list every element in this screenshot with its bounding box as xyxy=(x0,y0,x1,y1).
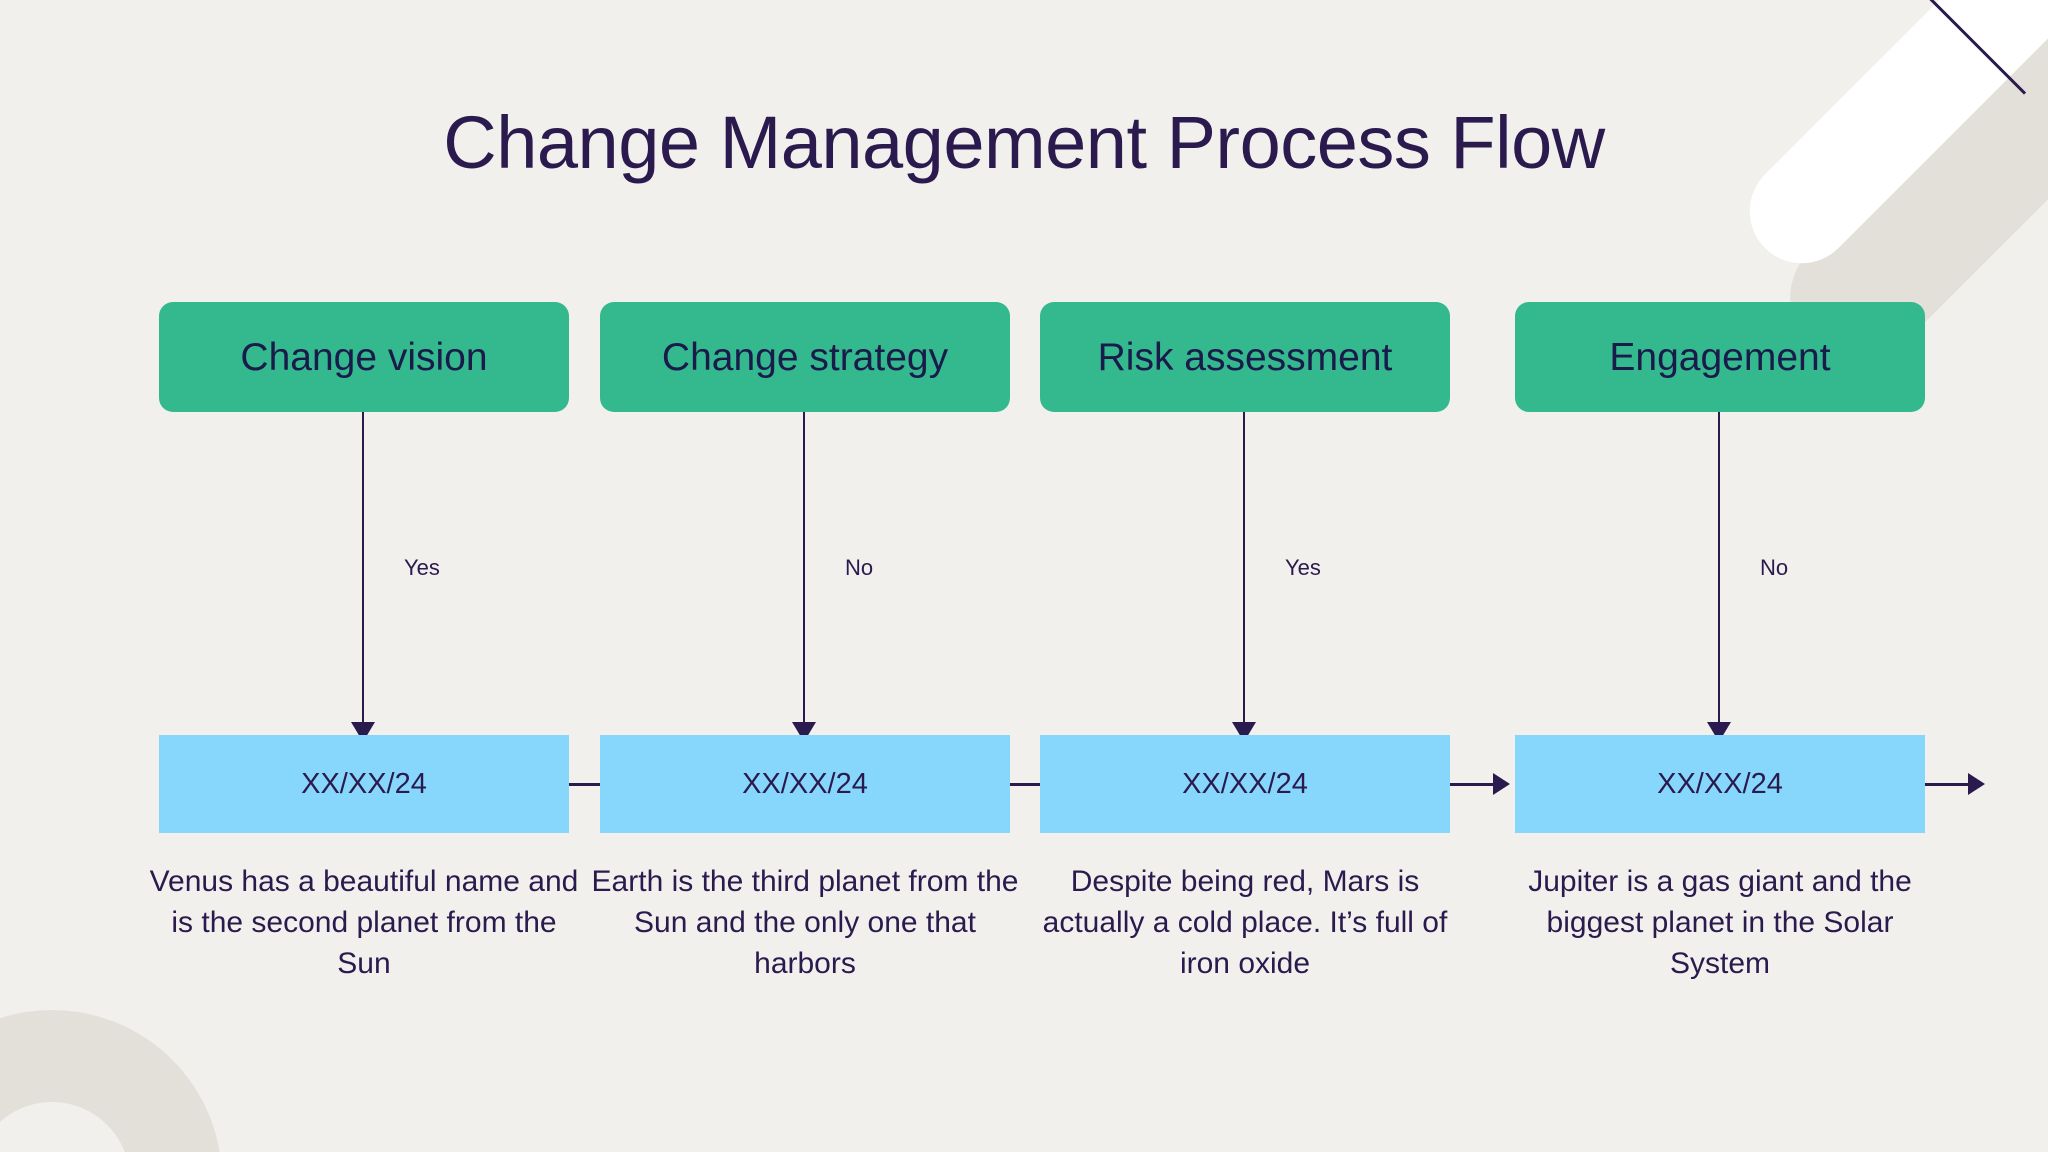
vertical-connector-2 xyxy=(803,412,805,732)
page-title: Change Management Process Flow xyxy=(443,101,1605,184)
date-box-4[interactable]: XX/XX/24 xyxy=(1515,735,1925,833)
date-label-3: XX/XX/24 xyxy=(1182,767,1308,800)
step-label-4: Engagement xyxy=(1609,335,1831,379)
arrow-shaft xyxy=(569,782,613,786)
branch-label-1: Yes xyxy=(404,555,440,580)
step-label-2: Change strategy xyxy=(661,335,949,379)
arrow-shaft xyxy=(1010,782,1054,786)
vertical-connector-1 xyxy=(362,412,364,732)
arrow-shaft xyxy=(1925,782,1969,786)
step-box-3[interactable]: Risk assessment xyxy=(1040,302,1450,412)
date-label-2: XX/XX/24 xyxy=(742,767,868,800)
step-box-1[interactable]: Change vision xyxy=(159,302,569,412)
arrow-head xyxy=(1493,773,1510,795)
date-box-1[interactable]: XX/XX/24 xyxy=(159,735,569,833)
step-label-1: Change vision xyxy=(240,335,488,379)
step-label-3: Risk assessment xyxy=(1097,335,1393,379)
date-label-1: XX/XX/24 xyxy=(301,767,427,800)
step-box-4[interactable]: Engagement xyxy=(1515,302,1925,412)
caption-3: Despite being red, Mars is actually a co… xyxy=(1042,865,1448,980)
vertical-connector-4 xyxy=(1718,412,1720,732)
flow-column-1: Change vision Yes XX/XX/24 Venus has a b… xyxy=(150,0,629,1152)
flow-column-3: Risk assessment Yes XX/XX/24 Despite bei… xyxy=(1040,0,1510,1152)
branch-label-4: No xyxy=(1760,555,1789,580)
date-box-3[interactable]: XX/XX/24 xyxy=(1040,735,1450,833)
caption-2: Earth is the third planet from the Sun a… xyxy=(591,865,1019,980)
caption-4: Jupiter is a gas giant and the biggest p… xyxy=(1528,865,1912,980)
caption-1: Venus has a beautiful name and is the se… xyxy=(149,865,579,980)
arrow-head xyxy=(1968,773,1985,795)
step-box-2[interactable]: Change strategy xyxy=(600,302,1010,412)
flow-column-4: Engagement No XX/XX/24 Jupiter is a gas … xyxy=(1515,0,1985,1152)
date-box-2[interactable]: XX/XX/24 xyxy=(600,735,1010,833)
date-label-4: XX/XX/24 xyxy=(1657,767,1783,800)
branch-label-3: Yes xyxy=(1285,555,1321,580)
flow-column-2: Change strategy No XX/XX/24 Earth is the… xyxy=(592,0,1070,1152)
vertical-connector-3 xyxy=(1243,412,1245,732)
arrow-shaft xyxy=(1450,782,1494,786)
branch-label-2: No xyxy=(845,555,874,580)
